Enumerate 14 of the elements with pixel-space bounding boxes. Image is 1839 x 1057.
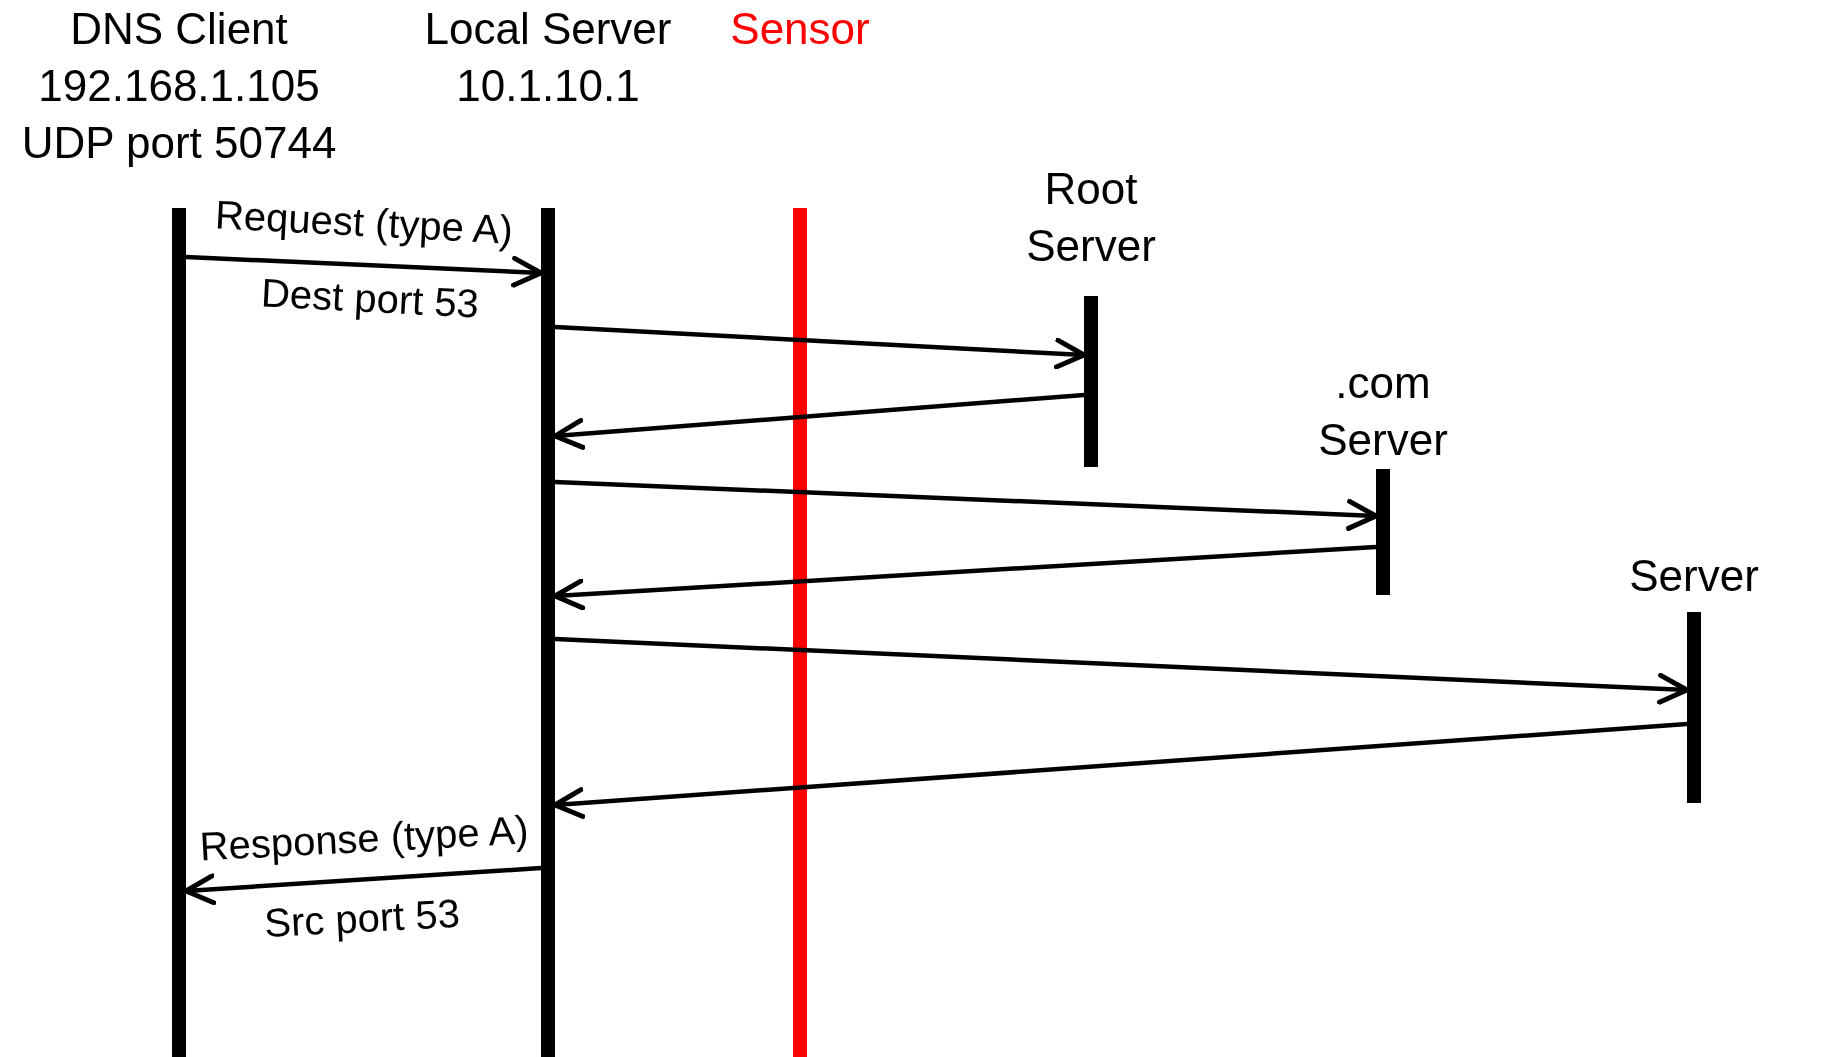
participant-label: .com Server — [1317, 357, 1449, 466]
participant-label: Server — [1628, 550, 1760, 602]
arrow — [554, 324, 1087, 370]
participant-label: Root Server — [1025, 163, 1157, 272]
arrow — [552, 392, 1085, 450]
participant-label: DNS Client 192.168.1.105 UDP port 50744 — [20, 3, 338, 169]
participant-label: Local Server 10.1.10.1 — [423, 3, 673, 112]
arrow — [554, 479, 1379, 531]
arrow — [185, 254, 544, 288]
participant-label: Sensor — [729, 3, 871, 55]
arrow — [552, 721, 1688, 819]
arrow — [183, 865, 542, 906]
arrow — [552, 544, 1377, 611]
arrow — [554, 636, 1690, 705]
